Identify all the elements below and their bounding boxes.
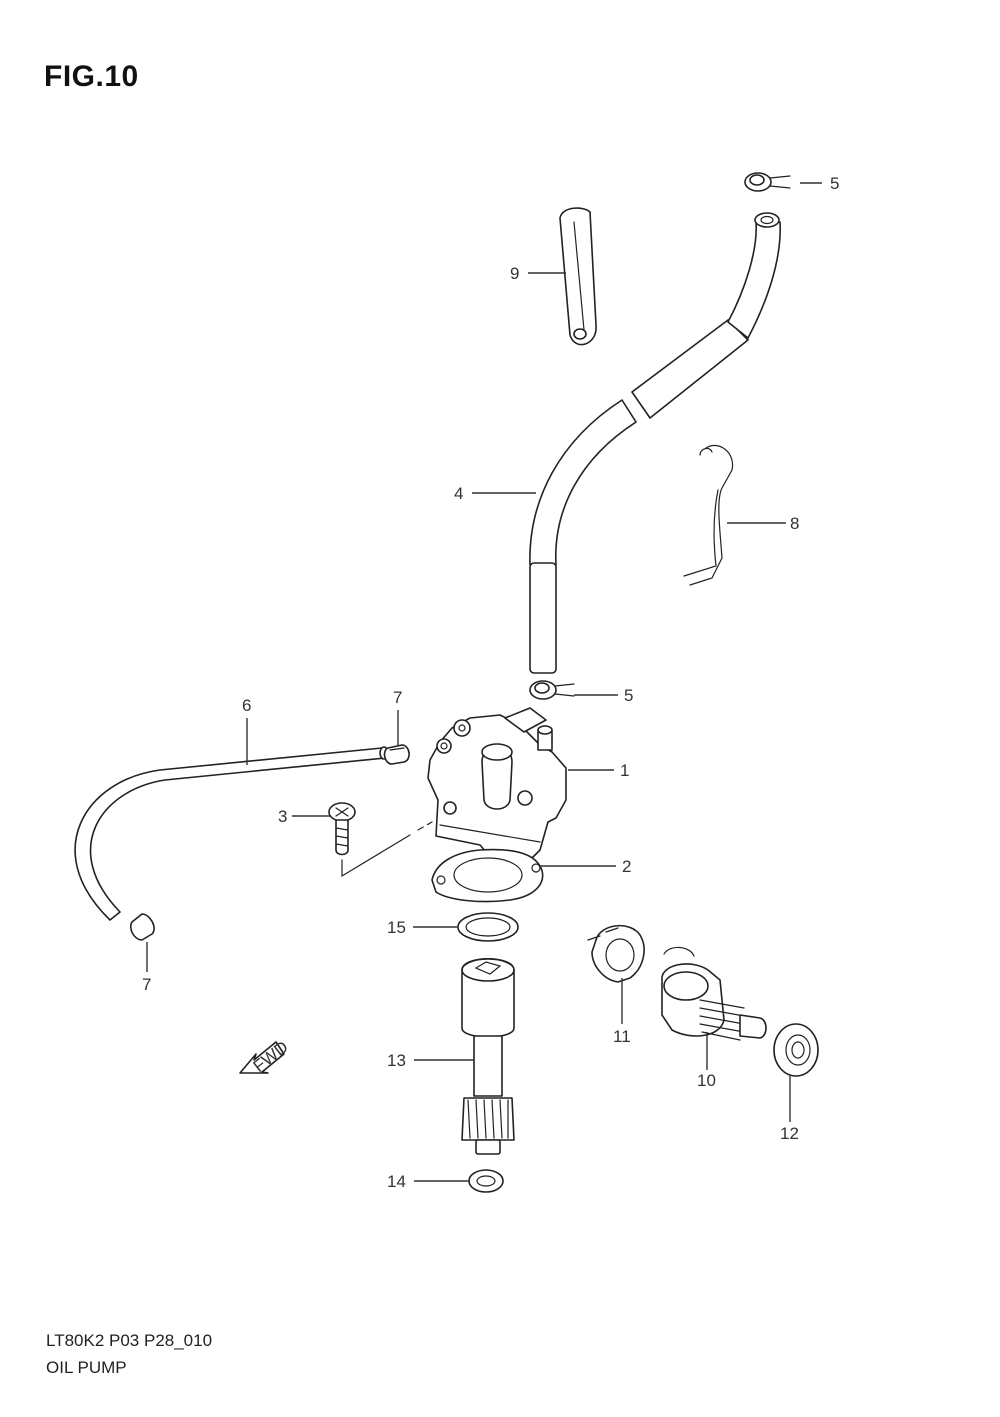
- callout-10: 10: [697, 1071, 716, 1090]
- callout-labels: 5 9 4 8 5 7 6 1 3 2 15 7 11 13 10 12 14: [142, 174, 839, 1191]
- part-hose-clamp-middle: [529, 680, 575, 700]
- part-oil-seal: [773, 1023, 819, 1077]
- part-wire-guide: [683, 444, 734, 586]
- part-hose-clip: [559, 207, 597, 346]
- callout-15: 15: [387, 918, 406, 937]
- part-pipe-cap-bottom: [129, 913, 155, 941]
- part-o-ring: [457, 912, 519, 942]
- part-retainer-clip: [587, 924, 645, 983]
- callout-12: 12: [780, 1124, 799, 1143]
- callout-2: 2: [622, 857, 631, 876]
- part-drive-shaft: [461, 957, 515, 1155]
- callout-3: 3: [278, 807, 287, 826]
- part-gasket: [431, 848, 544, 903]
- forward-direction-arrow: FWD: [239, 1037, 292, 1076]
- callout-8: 8: [790, 514, 799, 533]
- part-oil-hose: [529, 212, 781, 674]
- part-screw: [328, 802, 433, 878]
- figure-name: OIL PUMP: [46, 1358, 127, 1377]
- model-code: LT80K2 P03 P28_010: [46, 1331, 213, 1350]
- callout-5-top: 5: [830, 174, 839, 193]
- part-washer: [468, 1169, 504, 1193]
- callout-7-top: 7: [393, 688, 402, 707]
- callout-9: 9: [510, 264, 519, 283]
- callout-14: 14: [387, 1172, 406, 1191]
- figure-title: FIG.10: [44, 60, 139, 93]
- callout-5-middle: 5: [624, 686, 633, 705]
- callout-11: 11: [613, 1027, 631, 1046]
- fwd-label: FWD: [250, 1037, 292, 1076]
- callout-7-bottom: 7: [142, 975, 151, 994]
- callout-6: 6: [242, 696, 251, 715]
- callout-4: 4: [454, 484, 463, 503]
- callout-13: 13: [387, 1051, 406, 1070]
- part-hose-clamp-top: [744, 172, 791, 192]
- part-pipe-cap-top: [383, 744, 410, 765]
- part-oil-pump: [427, 707, 567, 871]
- part-plunger-assembly: [661, 946, 767, 1041]
- callout-1: 1: [620, 761, 629, 780]
- callout-leaders: [146, 182, 822, 1182]
